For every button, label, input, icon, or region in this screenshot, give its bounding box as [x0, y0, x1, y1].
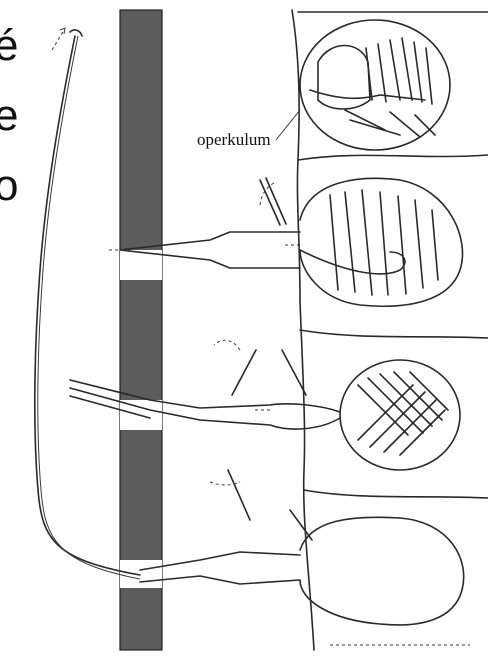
capsule-stage-4-discharged — [140, 470, 464, 625]
bar-gap-3 — [120, 560, 162, 588]
edge-glyph-2: e — [0, 91, 18, 140]
edge-glyph-1: é — [0, 21, 18, 70]
edge-glyph-3: o — [0, 161, 18, 210]
operculum-label: operkulum — [197, 130, 271, 149]
prey-tissue-bar — [120, 10, 162, 650]
operculum-pointer — [276, 110, 300, 140]
capsule-stage-1-undischarged — [300, 20, 450, 150]
